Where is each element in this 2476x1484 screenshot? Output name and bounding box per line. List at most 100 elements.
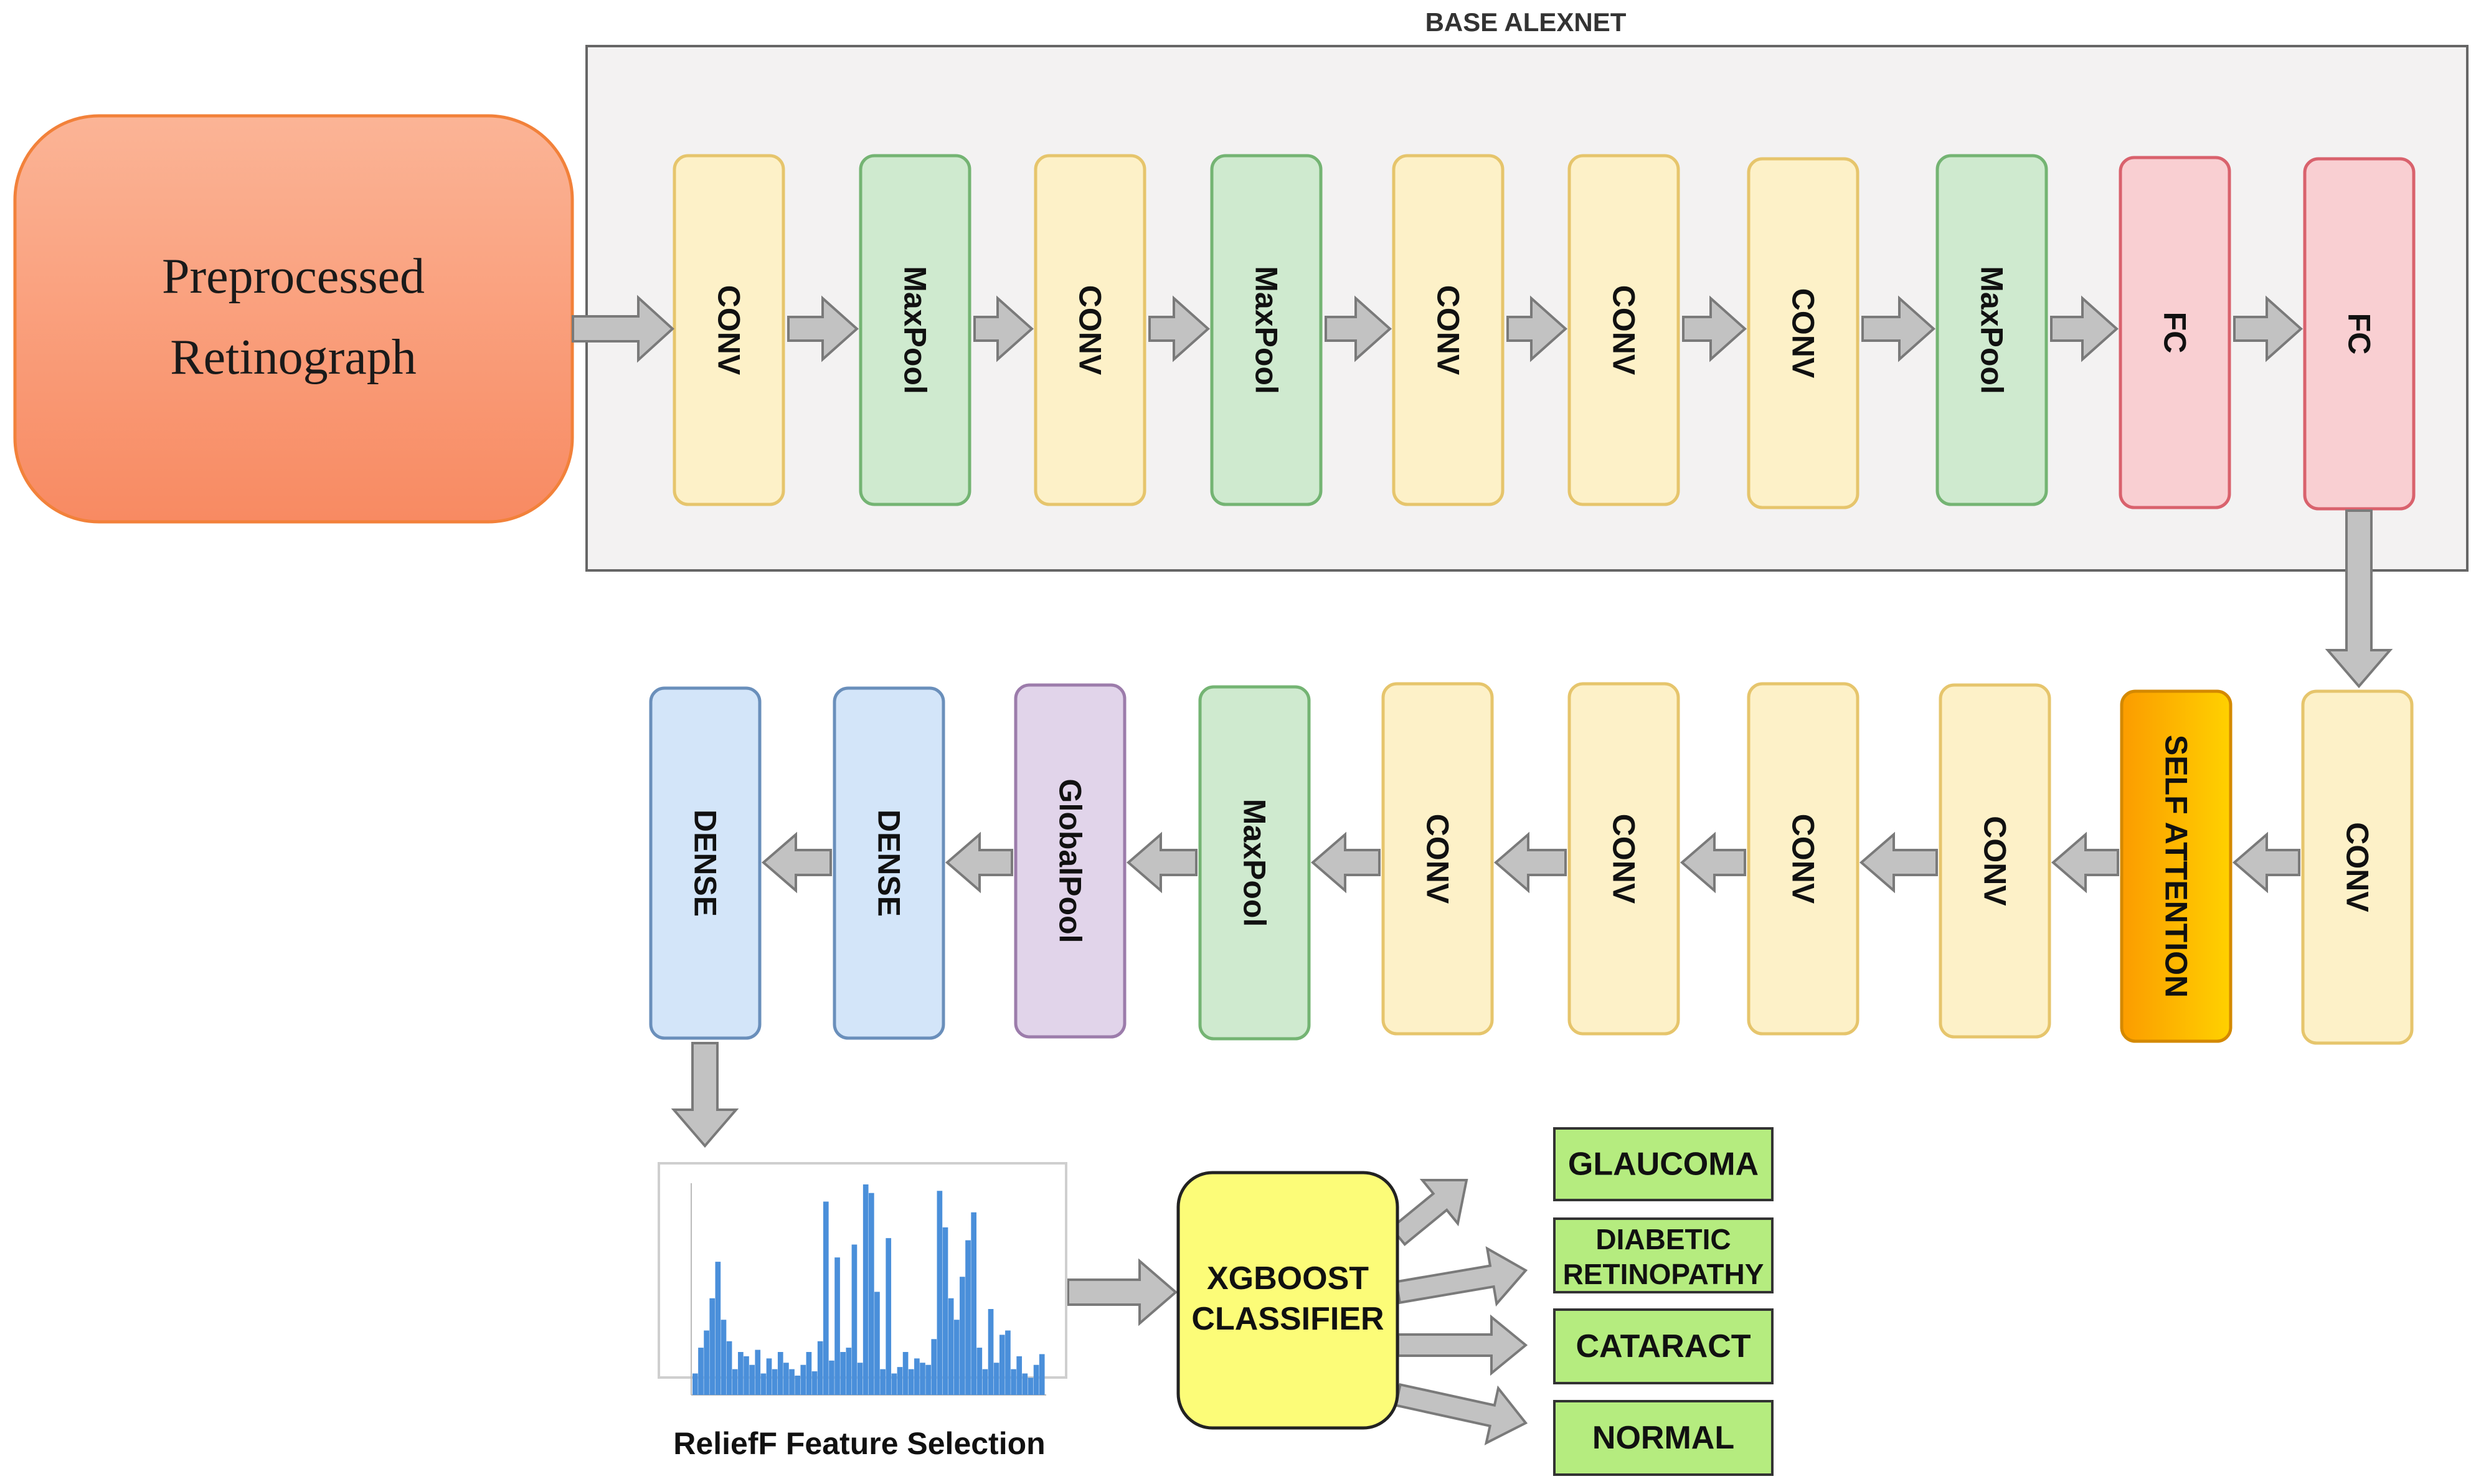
feature-selection-caption: ReliefF Feature Selection [673, 1426, 1045, 1461]
bottom-layer-conv: CONV [2301, 689, 2414, 1045]
layer-box [1381, 682, 1494, 1036]
relieff-feature-chart [658, 1162, 1067, 1396]
feature-bar [937, 1191, 943, 1395]
output-label: DIABETIC [1595, 1223, 1731, 1255]
preprocessed-retinograph-box [13, 114, 574, 524]
layer-box [1567, 154, 1680, 506]
feature-bar [1011, 1369, 1016, 1395]
top-layer-row: CONV MaxPool CONV MaxPool CONV CONV CONV MaxPoo… [673, 154, 2416, 511]
top-layer-maxpool: MaxPool [1210, 154, 1323, 506]
layer-box [2303, 157, 2416, 511]
top-layer-conv: CONV [673, 154, 785, 506]
layer-box [1034, 154, 1146, 506]
feature-bar [965, 1240, 971, 1395]
output-label: GLAUCOMA [1568, 1146, 1759, 1183]
bottom-layer-dense: DENSE [833, 686, 945, 1040]
layer-box [2301, 689, 2414, 1045]
feature-bar [988, 1309, 994, 1395]
feature-bar [755, 1349, 761, 1395]
arrow-top-6 [1682, 295, 1747, 362]
layer-box [1392, 154, 1505, 506]
feature-bar [851, 1244, 858, 1395]
layer-label: CONV [1431, 285, 1466, 376]
arrow-top-2 [973, 295, 1034, 362]
output-box [1553, 1217, 1774, 1293]
layer-label: MaxPool [1237, 799, 1272, 927]
feature-bar [976, 1348, 983, 1395]
feature-bar [897, 1367, 903, 1395]
arrow-top-9 [2233, 295, 2304, 362]
feature-bar [823, 1201, 829, 1395]
feature-bar [817, 1341, 823, 1395]
feature-bar [960, 1277, 965, 1395]
layer-label: MaxPool [898, 266, 933, 394]
arrow-top-1 [787, 295, 859, 362]
output-box [1553, 1400, 1774, 1476]
feature-bar [721, 1320, 727, 1395]
feature-bar [886, 1238, 892, 1395]
input-label-line2: Retinograph [170, 330, 416, 385]
output-box [1553, 1308, 1774, 1384]
arrow-bottom-6 [1310, 831, 1381, 894]
arrow-top-5 [1506, 295, 1568, 362]
feature-bar [795, 1375, 800, 1395]
arrow-xgboost-to-output-2 [1394, 1246, 1528, 1307]
classifier-label-line2: CLASSIFIER [1191, 1301, 1384, 1337]
feature-bar [920, 1363, 925, 1395]
feature-bar [1039, 1354, 1045, 1395]
feature-bar [1016, 1356, 1023, 1395]
output-cataract: CATARACT [1553, 1308, 1774, 1384]
feature-bar [709, 1298, 716, 1395]
layer-label: CONV [1786, 288, 1821, 379]
bottom-layer-dense: DENSE [649, 686, 762, 1040]
feature-bar [738, 1352, 744, 1395]
feature-bar [1033, 1364, 1039, 1395]
top-layer-conv: CONV [1392, 154, 1505, 506]
arrow-bottom-5 [1493, 831, 1567, 894]
layer-label: FC [2342, 313, 2377, 355]
feature-bar [953, 1320, 960, 1395]
arrow-bottom-4 [1680, 831, 1746, 894]
feature-bar [1005, 1330, 1011, 1395]
output-label: RETINOPATHY [1563, 1258, 1764, 1290]
feature-bar [789, 1369, 795, 1395]
feature-bar [732, 1369, 738, 1395]
xgboost-classifier-box [1176, 1171, 1399, 1430]
output-glaucoma: GLAUCOMA [1553, 1127, 1774, 1201]
layer-box [1198, 685, 1311, 1041]
feature-bar [948, 1298, 954, 1395]
base-alexnet-title: BASE ALEXNET [1425, 7, 1627, 37]
top-layer-maxpool: MaxPool [1935, 154, 2048, 506]
bottom-layer-conv: CONV [1381, 682, 1494, 1036]
layer-box [2120, 689, 2233, 1043]
top-layer-conv: CONV [1747, 157, 1859, 509]
layer-box [1210, 154, 1323, 506]
layer-label: CONV [712, 285, 747, 376]
arrow-input-to-conv [572, 295, 674, 363]
layer-box [833, 686, 945, 1040]
feature-bar [692, 1373, 698, 1395]
layer-label: MaxPool [1975, 266, 2010, 394]
layer-box [673, 154, 785, 506]
layer-box [1567, 682, 1680, 1036]
feature-bar [772, 1369, 778, 1395]
layer-label: CONV [1420, 814, 1455, 904]
arrow-bottom-3 [1859, 831, 1938, 894]
arrow-xgboost-to-output-4 [1394, 1383, 1528, 1445]
layer-box [649, 686, 762, 1040]
feature-bar [862, 1184, 869, 1395]
arrow-top-7 [1861, 295, 1936, 362]
feature-bar [840, 1352, 846, 1395]
top-layer-conv: CONV [1034, 154, 1146, 506]
layer-label: CONV [1607, 285, 1642, 376]
feature-bar [993, 1363, 999, 1395]
layer-label: CONV [1978, 816, 2013, 906]
feature-bar [931, 1339, 937, 1395]
feature-bar [698, 1348, 704, 1395]
feature-bar [874, 1292, 880, 1395]
feature-bar [834, 1257, 840, 1395]
feature-bar [846, 1348, 852, 1395]
output-label: NORMAL [1592, 1420, 1734, 1456]
